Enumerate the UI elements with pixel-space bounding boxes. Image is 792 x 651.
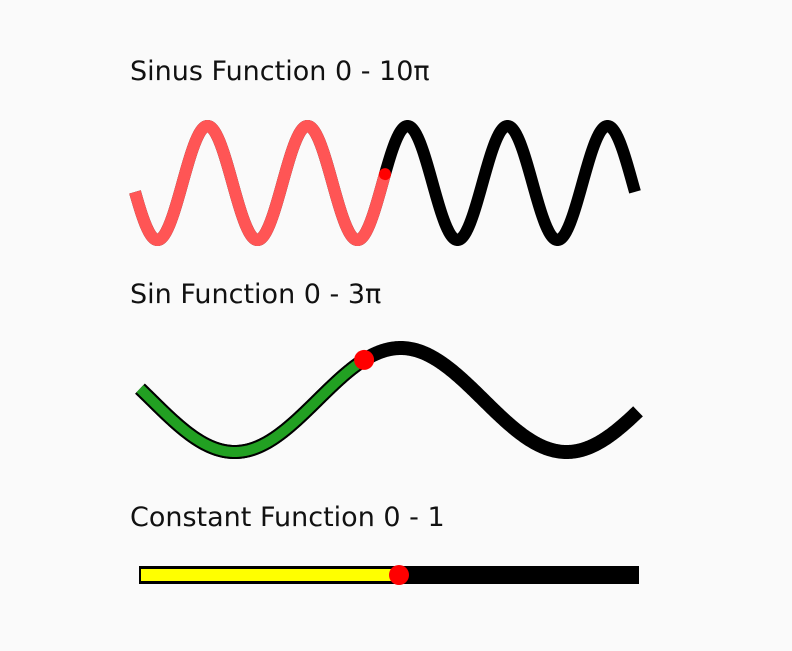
sinus-function-slider[interactable]	[129, 120, 641, 246]
constant-progress-bar	[141, 569, 399, 581]
constant-slider-handle[interactable]	[389, 565, 409, 585]
sin-slider-handle[interactable]	[354, 349, 375, 370]
sin-progress-path	[135, 355, 369, 457]
sinus-function-title: Sinus Function 0 - 10π	[130, 56, 430, 87]
constant-function-title: Constant Function 0 - 1	[130, 502, 445, 533]
sinus-slider-handle[interactable]	[379, 168, 391, 181]
sinus-progress-path	[129, 120, 391, 246]
constant-function-slider[interactable]	[139, 565, 639, 585]
sin-track-path[interactable]	[134, 341, 644, 459]
sin-function-title: Sin Function 0 - 3π	[130, 279, 382, 310]
sin-progress-outline	[133, 353, 371, 459]
sin-function-slider[interactable]	[133, 341, 644, 459]
